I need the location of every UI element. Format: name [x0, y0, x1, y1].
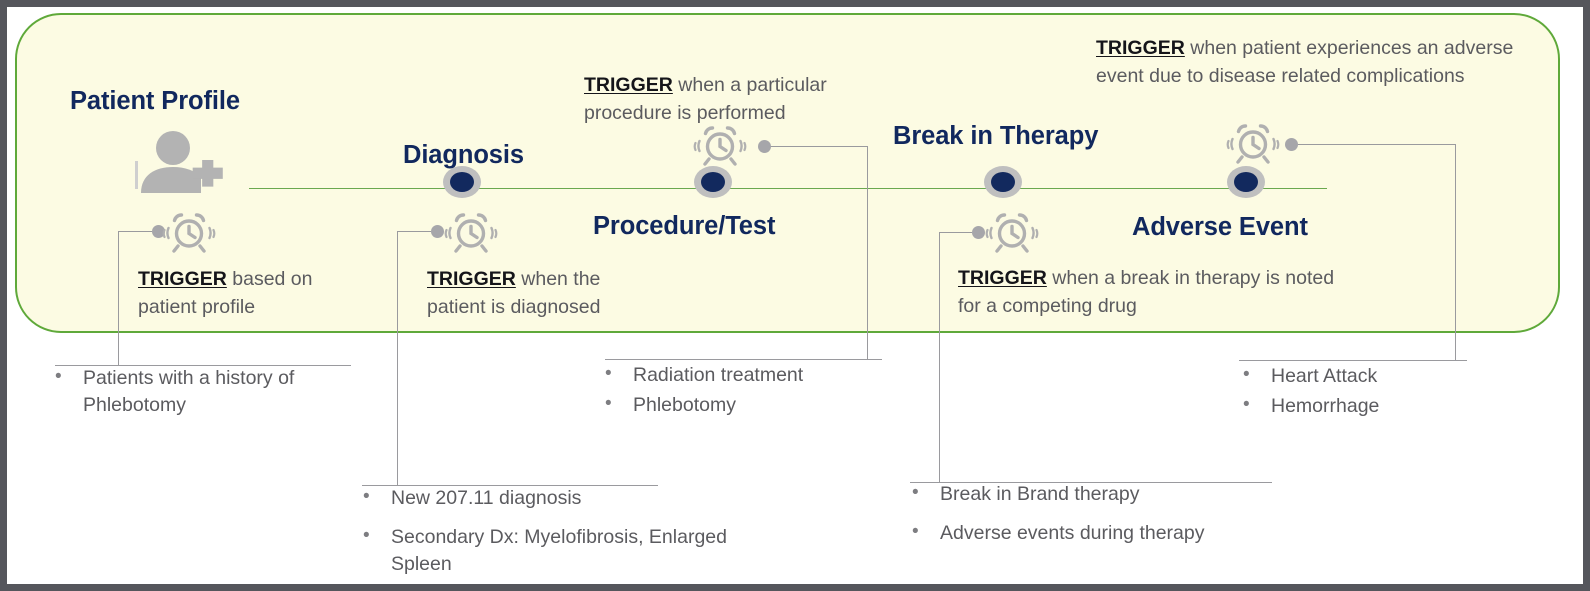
trigger-body: when a break in therapy is noted for a c…	[958, 267, 1335, 317]
leader-line-break-v	[939, 232, 940, 482]
list-item: New 207.11 diagnosis	[355, 484, 735, 512]
milestone-label-patient-profile: Patient Profile	[70, 87, 240, 115]
trigger-body: when the patient is diagnosed	[427, 268, 601, 318]
slide-content-area: Patient Profile Diagnosis Procedure/Test…	[7, 7, 1583, 584]
leader-line-procedure-v	[867, 146, 868, 359]
trigger-keyword: TRIGGER	[138, 268, 227, 290]
trigger-keyword: TRIGGER	[1096, 37, 1185, 59]
milestone-label-adverse-event: Adverse Event	[1132, 213, 1308, 241]
alarm-clock-icon-break-in-therapy	[985, 209, 1039, 260]
trigger-text-patient-profile: TRIGGER based on patient profile	[138, 266, 363, 321]
leader-line-adverse-h2	[1239, 360, 1467, 361]
timeline-node-break-in-therapy[interactable]	[984, 166, 1022, 198]
leader-dot-diagnosis	[430, 224, 444, 238]
timeline-node-diagnosis[interactable]	[443, 166, 481, 198]
trigger-body: when a particular procedure is performed	[584, 74, 827, 124]
leader-line-diagnosis-h1	[397, 231, 431, 232]
timeline-axis	[249, 188, 1327, 189]
list-item: Hemorrhage	[1235, 392, 1475, 420]
trigger-body: based on patient profile	[138, 268, 313, 318]
leader-line-diagnosis-v	[397, 231, 398, 485]
trigger-text-adverse-event: TRIGGER when patient experiences an adve…	[1096, 35, 1521, 90]
alarm-clock-icon-procedure-test	[693, 122, 747, 173]
bullet-list-break-in-therapy: Break in Brand therapy Adverse events du…	[904, 480, 1274, 559]
list-item: Break in Brand therapy	[904, 480, 1274, 508]
milestone-label-diagnosis: Diagnosis	[403, 141, 524, 169]
list-item: Heart Attack	[1235, 362, 1475, 390]
leader-line-patient-profile-v	[118, 231, 119, 365]
milestone-label-procedure-test: Procedure/Test	[593, 212, 776, 240]
trigger-text-procedure-test: TRIGGER when a particular procedure is p…	[584, 72, 874, 127]
bullet-list-adverse-event: Heart Attack Hemorrhage	[1235, 362, 1475, 423]
leader-dot-patient-profile	[151, 224, 165, 238]
bullet-list-diagnosis: New 207.11 diagnosis Secondary Dx: Myelo…	[355, 484, 735, 584]
bullet-list-procedure-test: Radiation treatment Phlebotomy	[597, 361, 887, 422]
leader-line-procedure-h1	[769, 146, 867, 147]
patient-profile-icon	[129, 131, 239, 200]
trigger-text-break-in-therapy: TRIGGER when a break in therapy is noted…	[958, 265, 1348, 320]
list-item: Patients with a history of Phlebotomy	[47, 364, 357, 419]
list-item: Radiation treatment	[597, 361, 887, 389]
timeline-node-procedure-test[interactable]	[694, 166, 732, 198]
leader-line-adverse-v	[1455, 144, 1456, 360]
list-item: Secondary Dx: Myelofibrosis, Enlarged Sp…	[355, 523, 735, 578]
leader-line-patient-profile-h1	[118, 231, 152, 232]
milestone-label-break-in-therapy: Break in Therapy	[893, 122, 1099, 150]
alarm-clock-icon-patient-profile	[162, 209, 216, 260]
trigger-keyword: TRIGGER	[427, 268, 516, 290]
list-item: Adverse events during therapy	[904, 519, 1274, 547]
trigger-body: when patient experiences an adverse even…	[1096, 37, 1514, 87]
bullet-list-patient-profile: Patients with a history of Phlebotomy	[47, 364, 357, 422]
timeline-panel	[15, 13, 1560, 333]
alarm-clock-icon-diagnosis	[444, 209, 498, 260]
leader-line-procedure-h2	[605, 359, 882, 360]
leader-line-break-h1	[939, 232, 972, 233]
leader-dot-break	[971, 225, 985, 239]
trigger-text-diagnosis: TRIGGER when the patient is diagnosed	[427, 266, 642, 321]
list-item: Phlebotomy	[597, 391, 887, 419]
timeline-node-adverse-event[interactable]	[1227, 166, 1265, 198]
leader-dot-adverse	[1284, 137, 1298, 151]
leader-line-adverse-h1	[1296, 144, 1455, 145]
trigger-keyword: TRIGGER	[958, 267, 1047, 289]
alarm-clock-icon-adverse-event	[1226, 120, 1280, 171]
trigger-keyword: TRIGGER	[584, 74, 673, 96]
leader-dot-procedure	[757, 139, 771, 153]
